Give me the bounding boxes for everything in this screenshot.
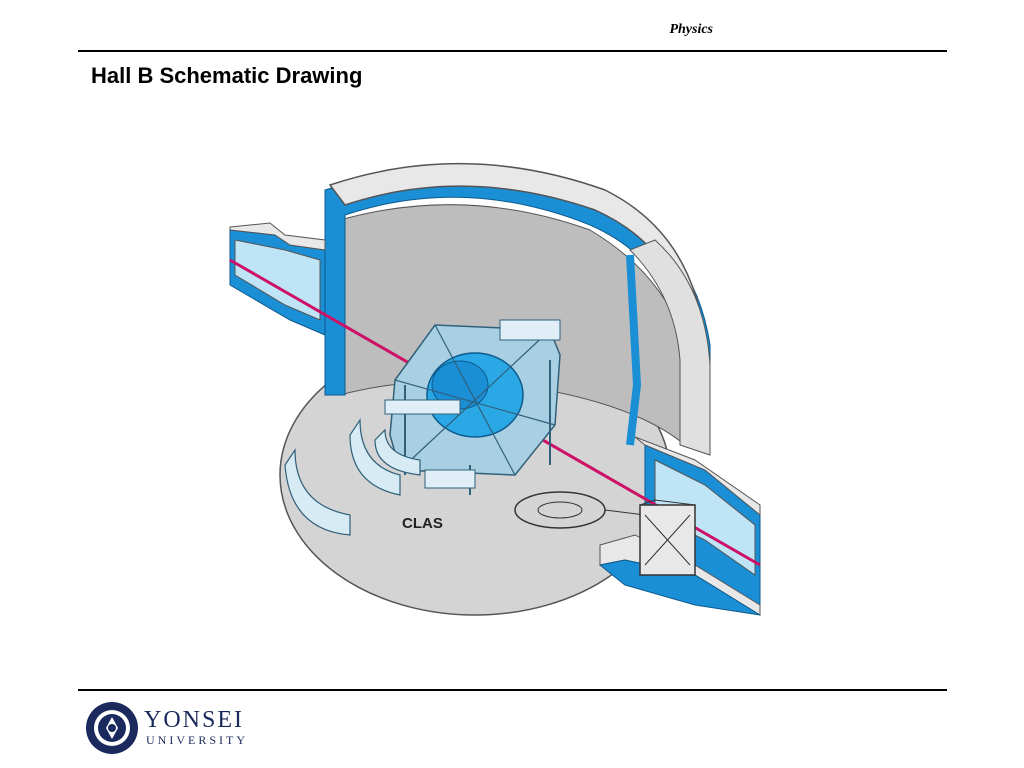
logo-sub: UNIVERSITY (146, 733, 248, 747)
logo-name: YONSEI (144, 707, 244, 733)
beam-dump (639, 499, 696, 576)
clas-detector (384, 319, 561, 495)
slide-title: Hall B Schematic Drawing (91, 63, 363, 88)
hall-b-schematic (225, 145, 770, 625)
header-rule (78, 50, 947, 52)
shield-panel (284, 448, 351, 536)
footer-rule (78, 689, 947, 691)
shield-panel (374, 428, 421, 476)
hall-right-wall (629, 239, 711, 456)
section-label: Physics (669, 22, 713, 37)
yonsei-seal-icon (86, 702, 138, 754)
shield-panel (349, 418, 401, 496)
yonsei-logo: YONSEI UNIVERSITY (84, 700, 284, 756)
clas-label: CLAS (402, 515, 443, 532)
